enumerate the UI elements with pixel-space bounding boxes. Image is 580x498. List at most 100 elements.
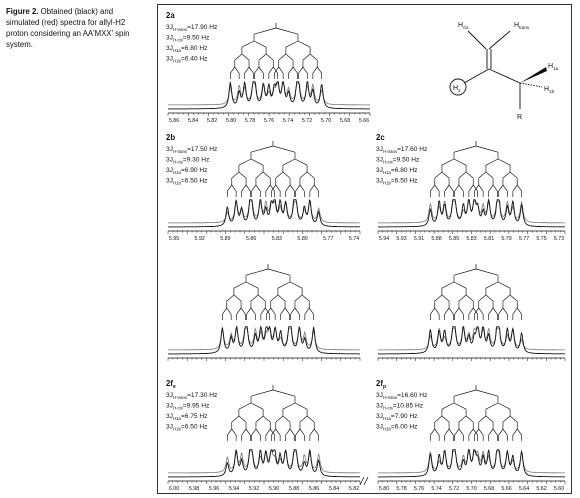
tree-branch — [238, 171, 247, 179]
tree-branch — [502, 307, 508, 315]
tree-branch — [264, 307, 270, 315]
tree-branch — [516, 184, 522, 192]
tree-branch — [255, 428, 261, 436]
panel-label: 2a — [166, 11, 175, 20]
r-group-label: R — [517, 114, 522, 121]
tree-branch — [444, 184, 450, 192]
x-tick-label: 5.75 — [536, 236, 546, 242]
spectrum-panel-2d — [167, 264, 361, 361]
x-tick-label: 5.88 — [431, 236, 441, 242]
tree-branch — [497, 158, 511, 166]
tree-branch — [250, 145, 274, 153]
tree-branch — [250, 402, 264, 410]
x-tick-label: 5.68 — [340, 118, 350, 124]
tree-branch — [285, 428, 291, 436]
tree-branch — [434, 428, 440, 436]
tree-branch — [306, 171, 315, 179]
tree-branch — [275, 428, 281, 436]
tree-branch — [240, 307, 246, 315]
tree-branch — [241, 184, 247, 192]
tree-branch — [465, 415, 474, 423]
tree-branch — [509, 415, 518, 423]
tree-branch — [313, 184, 319, 192]
atom-label: H2 — [453, 85, 461, 93]
tree-branch — [250, 158, 264, 166]
bond — [488, 68, 521, 84]
tree-branch — [468, 307, 474, 315]
tree-branch — [238, 158, 252, 166]
tree-branch — [512, 184, 518, 192]
coupling-constant: 3JH-cis=9.50 Hz — [376, 157, 419, 165]
tree-branch — [309, 428, 315, 436]
tree-branch — [497, 281, 511, 289]
tree-branch — [313, 428, 319, 436]
tree-branch — [502, 294, 511, 302]
tree-branch — [430, 184, 436, 192]
tree-branch — [250, 307, 256, 315]
x-tick-label: 5.86 — [246, 236, 256, 242]
tree-branch — [454, 184, 460, 192]
tree-branch — [245, 268, 269, 276]
tree-branch — [485, 171, 494, 179]
tree-branch — [231, 184, 237, 192]
tree-branch — [282, 415, 291, 423]
tree-branch — [222, 307, 228, 315]
tree-branch — [478, 184, 484, 192]
tree-branch — [230, 66, 236, 74]
tree-branch — [253, 27, 277, 35]
tree-branch — [453, 402, 467, 410]
x-tick-label: 6.00 — [169, 486, 179, 492]
tree-branch — [255, 171, 264, 179]
coupling-constant: 3JH-cis=9.30 Hz — [166, 157, 209, 165]
tree-branch — [251, 428, 257, 436]
tree-branch — [441, 415, 450, 423]
x-tick-label: 5.76 — [414, 486, 424, 492]
x-tick-label: 5.70 — [466, 486, 476, 492]
tree-branch — [299, 184, 305, 192]
simulated-spectrum-line — [168, 82, 370, 106]
tree-branch — [294, 158, 308, 166]
tree-branch — [453, 145, 477, 153]
x-tick-label: 5.84 — [329, 486, 339, 492]
tree-branch — [299, 171, 308, 179]
tree-branch — [274, 66, 280, 74]
tree-branch — [271, 184, 277, 192]
tree-branch — [430, 428, 436, 436]
bond — [463, 68, 490, 84]
x-tick-label: 5.83 — [466, 236, 476, 242]
obtained-spectrum-line — [378, 449, 565, 478]
tree-branch — [227, 184, 233, 192]
tree-branch — [250, 389, 274, 397]
axis-break-mark — [363, 476, 369, 486]
tree-branch — [441, 171, 450, 179]
tree-branch — [260, 307, 266, 315]
x-tick-label: 5.78 — [396, 486, 406, 492]
tree-branch — [275, 171, 284, 179]
tree-branch — [434, 184, 440, 192]
tree-branch — [265, 53, 274, 61]
tree-branch — [241, 428, 247, 436]
x-tick-label: 5.78 — [245, 118, 255, 124]
tree-branch — [270, 307, 276, 315]
tree-branch — [453, 158, 467, 166]
tree-branch — [468, 428, 474, 436]
tree-branch — [233, 281, 247, 289]
tree-branch — [285, 184, 291, 192]
tree-branch — [294, 294, 303, 302]
coupling-constant: 3JH1b=6.00 Hz — [376, 424, 417, 432]
x-tick-label: 5.80 — [379, 486, 389, 492]
tree-branch — [262, 171, 271, 179]
tree-branch — [292, 66, 298, 74]
tree-branch — [257, 294, 266, 302]
x-tick-label: 5.89 — [220, 236, 230, 242]
tree-branch — [294, 402, 308, 410]
tree-branch — [492, 307, 498, 315]
tree-branch — [512, 428, 518, 436]
tree-branch — [290, 307, 296, 315]
tree-branch — [502, 415, 511, 423]
tree-branch — [434, 415, 443, 423]
coupling-constant: 3JH1a=6.75 Hz — [166, 413, 207, 421]
